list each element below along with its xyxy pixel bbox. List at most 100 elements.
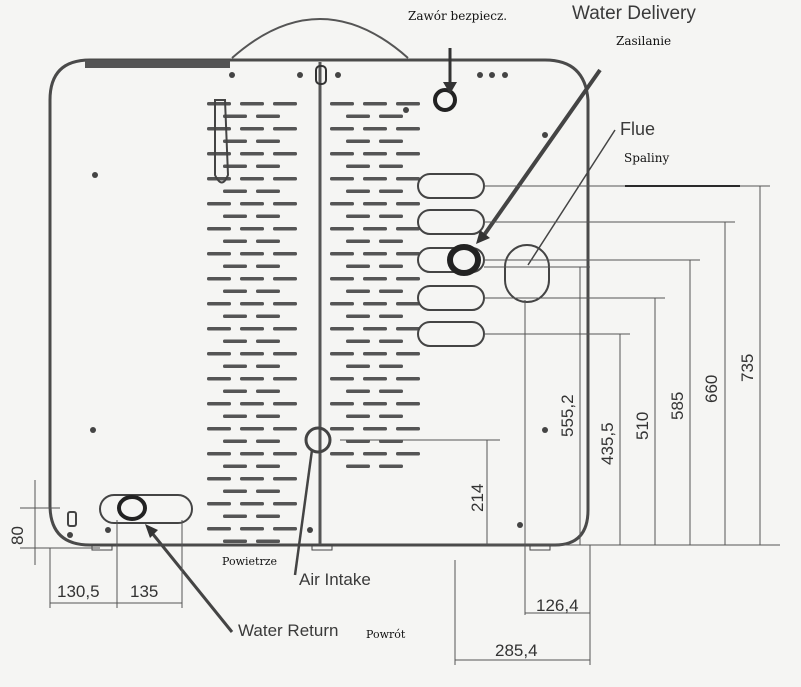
vent-slot: [396, 202, 420, 206]
vent-slot: [223, 364, 247, 368]
dim-435-5: 435,5: [598, 422, 617, 465]
port-oval: [417, 209, 485, 235]
top-plate: [85, 60, 230, 68]
vent-slot: [330, 352, 354, 356]
vent-slot: [346, 114, 370, 118]
vent-slot: [330, 427, 354, 431]
vent-slot: [223, 439, 247, 443]
vent-slot: [379, 264, 403, 268]
vent-slot: [240, 152, 264, 156]
vent-slot: [256, 289, 280, 293]
vent-slot: [346, 339, 370, 343]
vent-slot: [273, 152, 297, 156]
vent-slot: [346, 389, 370, 393]
vent-slot: [396, 252, 420, 256]
vent-slot: [363, 227, 387, 231]
air-intake-port: [304, 426, 332, 454]
water-return-label: Water Return: [238, 621, 339, 640]
vent-slot: [273, 327, 297, 331]
rivet-dot: [92, 172, 98, 178]
vent-slot: [396, 227, 420, 231]
vent-slot: [363, 427, 387, 431]
vent-slot: [379, 389, 403, 393]
vent-slot: [223, 139, 247, 143]
vent-slot: [240, 177, 264, 181]
water-delivery-label-pl: Zasilanie: [616, 34, 672, 48]
water-delivery-port: [447, 244, 481, 276]
vent-slot: [396, 327, 420, 331]
vent-slot: [240, 527, 264, 531]
air-intake-label: Air Intake: [299, 570, 371, 589]
rivet-dot: [403, 107, 409, 113]
vent-slot: [273, 452, 297, 456]
vent-slot: [363, 177, 387, 181]
vent-slot: [330, 327, 354, 331]
ventilation-slots: [207, 102, 420, 543]
vent-slot: [240, 502, 264, 506]
flue-arrow: [527, 129, 616, 266]
vent-slot: [379, 164, 403, 168]
rivet-dot: [502, 72, 508, 78]
vent-slot: [207, 252, 231, 256]
vent-slot: [379, 314, 403, 318]
rivet-dot: [229, 72, 235, 78]
delivery-arrow: [480, 68, 602, 240]
rivet-dot: [335, 72, 341, 78]
vent-slot: [346, 189, 370, 193]
vent-slot: [207, 227, 231, 231]
dim-126-4: 126,4: [536, 596, 579, 615]
vent-slot: [223, 239, 247, 243]
return-oval: [99, 494, 193, 524]
vent-slot: [273, 227, 297, 231]
vent-slot: [223, 189, 247, 193]
dim-285-4: 285,4: [495, 641, 538, 660]
vent-slot: [346, 139, 370, 143]
vent-slot: [330, 227, 354, 231]
vent-slot: [273, 302, 297, 306]
vent-slot: [240, 127, 264, 131]
vent-slot: [207, 352, 231, 356]
vent-slot: [223, 114, 247, 118]
vent-slot: [207, 127, 231, 131]
vent-slot: [256, 189, 280, 193]
dim-660: 660: [702, 374, 721, 403]
vent-slot: [330, 302, 354, 306]
rivet-dot: [477, 72, 483, 78]
dim-735: 735: [738, 353, 757, 382]
vent-slot: [240, 202, 264, 206]
vent-slot: [379, 364, 403, 368]
air-intake-arrow: [293, 449, 314, 576]
vent-slot: [363, 127, 387, 131]
vent-slot: [256, 214, 280, 218]
vent-slot: [396, 152, 420, 156]
vent-slot: [379, 339, 403, 343]
vent-slot: [256, 164, 280, 168]
vent-slot: [396, 377, 420, 381]
vent-slot: [379, 239, 403, 243]
vent-slot: [223, 264, 247, 268]
vent-slot: [396, 127, 420, 131]
vent-slot: [240, 227, 264, 231]
vent-slot: [240, 302, 264, 306]
vent-slot: [223, 539, 247, 543]
vent-slot: [256, 464, 280, 468]
vent-slot: [273, 477, 297, 481]
vent-slot: [273, 102, 297, 106]
safety-valve-ring: [433, 88, 457, 112]
vent-slot: [346, 264, 370, 268]
vent-slot: [223, 314, 247, 318]
vent-slot: [223, 339, 247, 343]
vent-slot: [256, 139, 280, 143]
vent-slot: [273, 527, 297, 531]
vent-slot: [240, 427, 264, 431]
dim-130-5: 130,5: [57, 582, 100, 601]
vent-slot: [273, 352, 297, 356]
vent-slot: [396, 277, 420, 281]
vent-slot: [223, 514, 247, 518]
left-slot: [67, 511, 77, 527]
vent-slot: [207, 302, 231, 306]
vent-slot: [240, 277, 264, 281]
top-latch: [315, 65, 327, 85]
vent-slot: [207, 452, 231, 456]
vent-slot: [240, 327, 264, 331]
